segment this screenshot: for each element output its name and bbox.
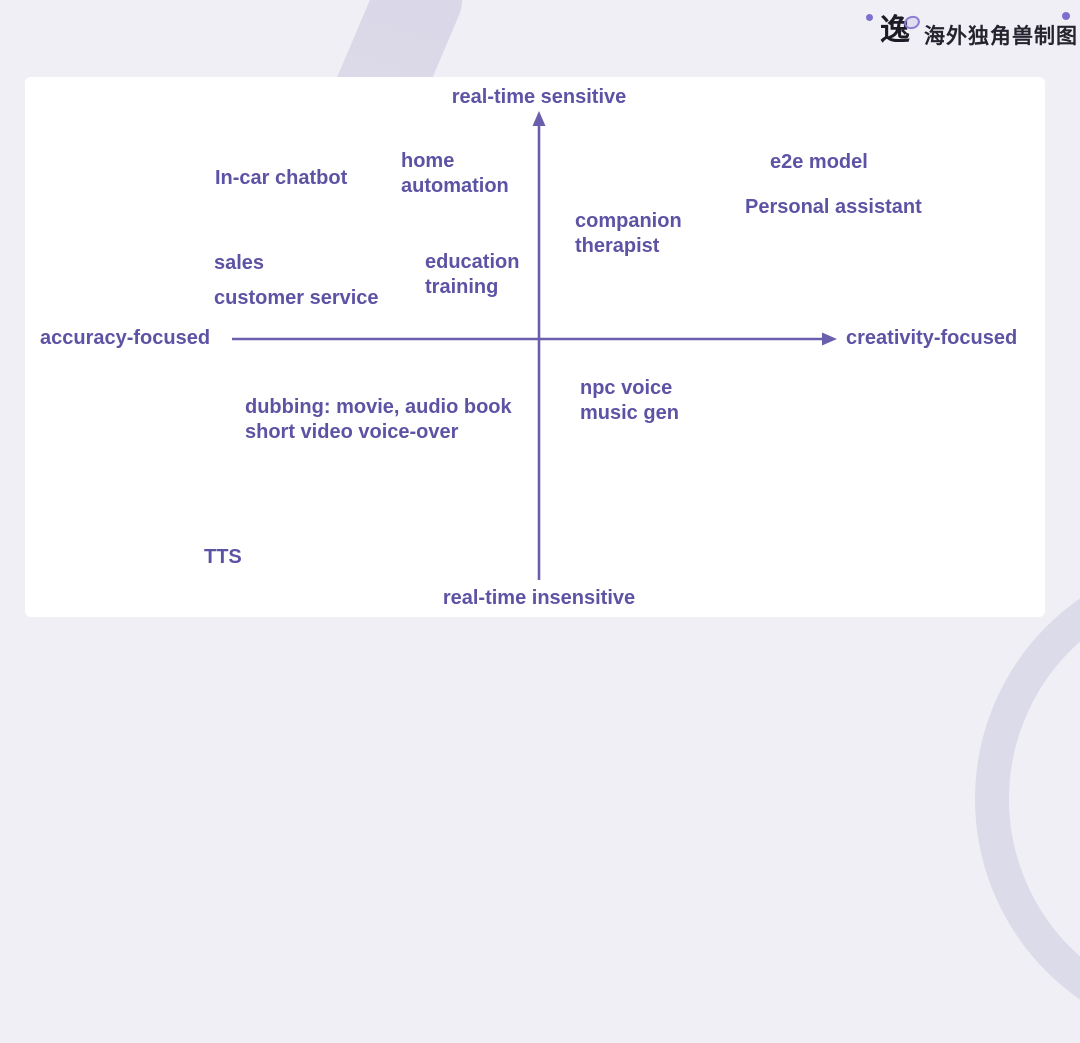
item-home-automation: home automation bbox=[401, 150, 509, 197]
logo-glyph: 逸 bbox=[880, 14, 910, 47]
brand-accent-dot-left bbox=[866, 14, 873, 21]
item-dubbing: dubbing: movie, audio book short video v… bbox=[245, 396, 512, 443]
item-sales: sales bbox=[214, 252, 265, 274]
item-education-training: education training bbox=[425, 251, 520, 298]
diagram-card bbox=[25, 77, 1045, 617]
brand-name: 海外独角兽制图 bbox=[924, 25, 1078, 48]
item-companion-therapist: companion therapist bbox=[575, 210, 682, 257]
item-personal-assistant: Personal assistant bbox=[745, 196, 922, 218]
item-tts: TTS bbox=[204, 546, 242, 568]
background-swirl-bottom-right bbox=[975, 555, 1080, 1043]
axis-label-left: accuracy-focused bbox=[40, 327, 211, 349]
unicorn-logo-icon: 逸 bbox=[880, 13, 922, 50]
item-in-car-chatbot: In-car chatbot bbox=[215, 167, 348, 189]
item-npc-voice-music-gen: npc voice music gen bbox=[580, 377, 679, 424]
item-e2e-model: e2e model bbox=[770, 151, 868, 173]
item-customer-service: customer service bbox=[214, 287, 379, 309]
axis-label-top: real-time sensitive bbox=[451, 86, 627, 108]
brand-accent-dot-right bbox=[1062, 12, 1070, 20]
axis-label-right: creativity-focused bbox=[846, 327, 1018, 349]
axis-label-bottom: real-time insensitive bbox=[442, 587, 636, 609]
